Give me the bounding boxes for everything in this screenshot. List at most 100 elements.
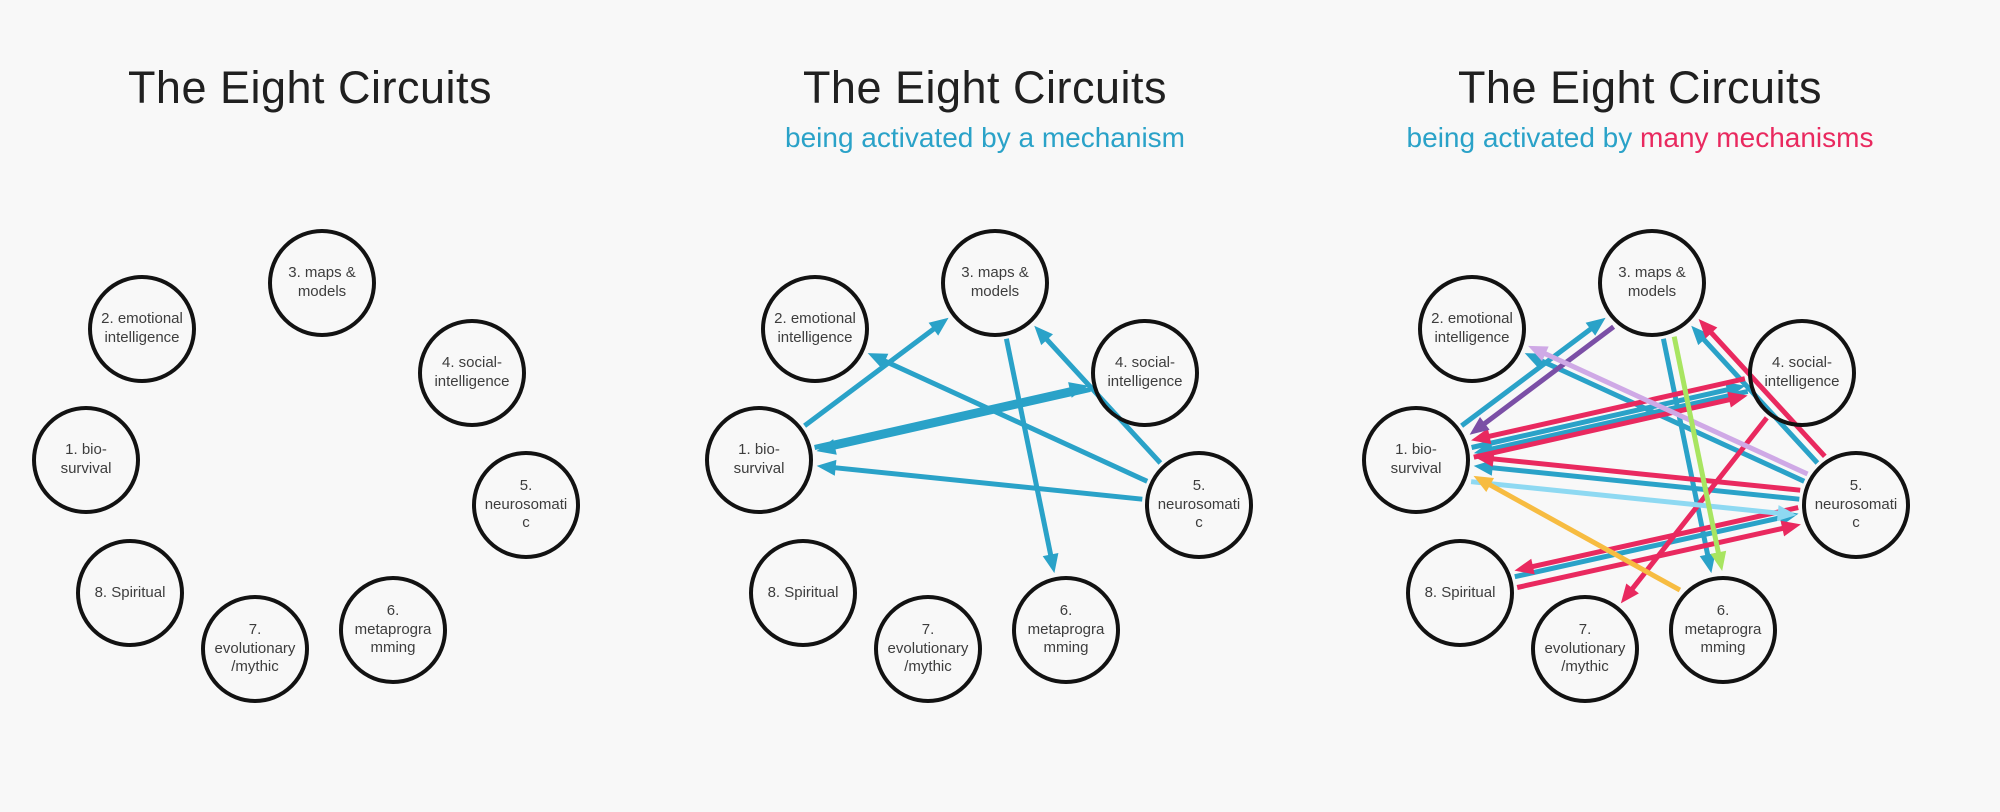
diagram3-title: The Eight Circuits: [1457, 62, 1823, 113]
circuit-node-label: 3. maps &models: [1602, 264, 1702, 302]
activation-arrow-head-1-to-3: [1585, 317, 1606, 336]
activation-arrow-shaft-4-to-1: [828, 386, 1091, 451]
circuit-node-label-line: survival: [60, 460, 112, 477]
activation-arrow-shaft-6-to-1: [1483, 479, 1682, 593]
circuit-node-label-line: 7.: [1578, 620, 1592, 638]
circuit-node-label-line: 5.: [1849, 476, 1863, 494]
diagram2-subtitle: being activated by a mechanism: [655, 122, 1315, 154]
circuit-node-label-line: evolutionary: [887, 639, 969, 657]
circuit-node-1-4: 4. social-intelligence: [418, 319, 526, 427]
diagram2-header: The Eight Circuits being activated by a …: [655, 62, 1315, 154]
circuit-node-3-7: 7.evolutionary/mythic: [1531, 595, 1639, 703]
circuit-node-label: 1. bio-survival: [1366, 441, 1466, 479]
subtitle-segment: being activated by: [1406, 122, 1641, 153]
diagram1-header: The Eight Circuits: [0, 62, 640, 122]
activation-arrow-shaft-4-to-7: [1626, 416, 1769, 595]
circuit-node-label-line: 4. social-: [1771, 354, 1833, 372]
circuit-node-label-line: metaprogra: [354, 620, 432, 638]
circuit-node-3-3: 3. maps &models: [1598, 229, 1706, 337]
circuit-node-label-line: intelligence: [434, 373, 510, 390]
activation-arrow-shaft-5-to-8: [1526, 505, 1799, 571]
activation-arrow-shaft-3-to-6: [1003, 338, 1055, 561]
circuit-node-label-line: 6.: [1716, 601, 1730, 619]
activation-arrow-shaft-5-to-1: [829, 464, 1143, 502]
circuit-node-label: 3. maps &models: [945, 264, 1045, 302]
activation-arrow-head-3-to-6: [1699, 552, 1716, 574]
circuit-node-label-line: evolutionary: [1544, 639, 1626, 657]
circuit-node-1-7: 7.evolutionary/mythic: [201, 595, 309, 703]
activation-arrow-head-3-to-6: [1710, 550, 1727, 571]
activation-arrow-head-5-to-3: [1034, 325, 1053, 346]
circuit-node-2-1: 1. bio-survival: [705, 406, 813, 514]
circuit-node-label-line: 2. emotional: [1431, 310, 1513, 328]
circuit-node-label-line: 6.: [386, 601, 400, 619]
circuit-node-label-line: mming: [1700, 639, 1746, 657]
activation-arrow-head-4-to-1: [1471, 428, 1492, 445]
circuit-node-label-line: 2. emotional: [774, 310, 856, 328]
activation-arrow-shaft-8-to-5: [1516, 524, 1789, 590]
activation-arrow-head-1-to-5: [1776, 505, 1797, 522]
circuit-node-label-line: c: [1195, 514, 1203, 532]
circuit-node-label-line: 7.: [248, 620, 262, 638]
circuit-node-label: 3. maps &models: [272, 264, 372, 302]
circuit-node-label: 8. Spiritual: [753, 584, 853, 603]
activation-arrow-shaft-8-to-5: [1514, 514, 1787, 580]
activation-arrow-head-5-to-2: [867, 353, 889, 369]
circuit-node-label-line: neurosomati: [1814, 495, 1898, 513]
circuit-node-2-8: 8. Spiritual: [749, 539, 857, 647]
activation-arrow-head-5-to-8: [1514, 558, 1535, 575]
circuit-node-label-line: 5.: [1192, 476, 1206, 494]
circuit-node-label-line: intelligence: [1107, 373, 1183, 390]
circuit-node-2-3: 3. maps &models: [941, 229, 1049, 337]
activation-arrow-head-5-to-3: [1691, 325, 1710, 346]
activation-arrow-head-5-to-2: [1524, 353, 1546, 369]
activation-arrow-shaft-4-to-1: [1486, 388, 1749, 453]
activation-arrow-head-4-to-1: [1473, 441, 1495, 457]
activation-arrow-shaft-1-to-4: [1473, 395, 1736, 460]
circuit-node-label: 4. social-intelligence: [1095, 354, 1195, 392]
circuit-node-label-line: models: [297, 283, 347, 300]
activation-arrow-shaft-5-to-1: [1486, 464, 1800, 502]
circuit-node-label: 7.evolutionary/mythic: [1535, 621, 1635, 678]
circuit-node-label-line: intelligence: [777, 329, 853, 346]
circuit-node-label-line: c: [522, 514, 530, 532]
circuit-node-label-line: 1. bio-: [1395, 441, 1437, 459]
circuit-node-label-line: /mythic: [1561, 658, 1609, 676]
circuit-node-label-line: intelligence: [1764, 373, 1840, 390]
circuit-node-label-line: mming: [1043, 639, 1089, 657]
circuit-node-label: 4. social-intelligence: [1752, 354, 1852, 392]
circuit-node-label-line: /mythic: [231, 658, 279, 676]
activation-arrow-head-6-to-1: [1473, 475, 1495, 493]
diagram3-header: The Eight Circuits being activated by ma…: [1310, 62, 1970, 154]
activation-arrow-head-3-to-6: [1042, 552, 1059, 574]
activation-arrow-shaft-4-to-1: [1483, 376, 1746, 441]
subtitle-segment: being activated by a mechanism: [785, 122, 1185, 153]
activation-arrow-head-1-to-4: [1068, 382, 1089, 398]
circuit-node-label: 8. Spiritual: [1410, 584, 1510, 603]
circuit-node-label: 1. bio-survival: [709, 441, 809, 479]
activation-arrow-head-5-to-1: [1473, 459, 1494, 476]
circuit-node-label-line: 4. social-: [441, 354, 503, 372]
activation-arrow-head-4-to-7: [1620, 583, 1639, 604]
circuit-node-2-7: 7.evolutionary/mythic: [874, 595, 982, 703]
circuit-node-label-line: 1. bio-: [65, 441, 107, 459]
circuit-node-label-line: 3. maps &: [288, 264, 356, 282]
circuit-node-label-line: 8. Spiritual: [94, 583, 166, 601]
activation-arrow-head-1-to-3: [928, 317, 949, 336]
circuit-node-3-1: 1. bio-survival: [1362, 406, 1470, 514]
circuit-node-label-line: 3. maps &: [1618, 264, 1686, 282]
circuit-node-label-line: models: [970, 283, 1020, 300]
